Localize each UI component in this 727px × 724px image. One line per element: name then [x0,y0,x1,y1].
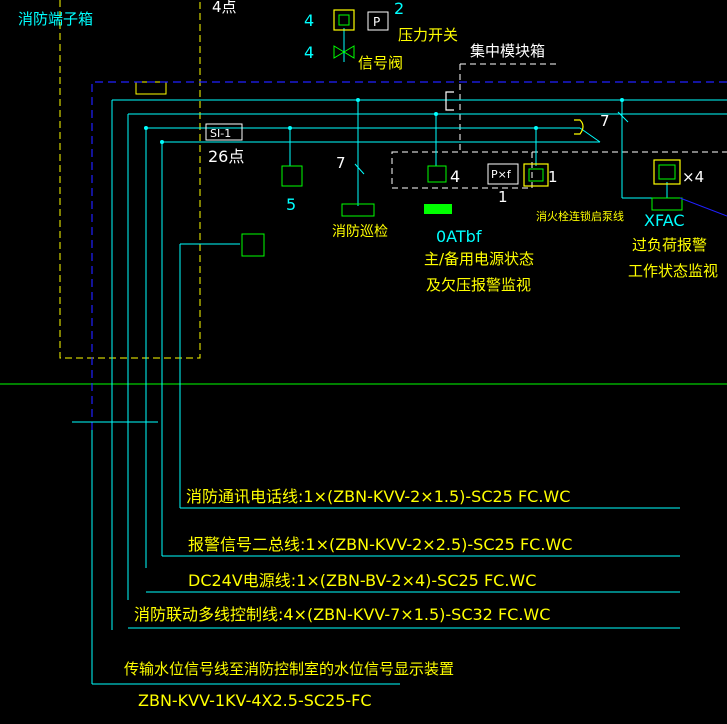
label-qty-7-a: 7 [336,154,346,172]
label-pressure-switch: 压力开关 [398,26,458,44]
phone-device-box [241,233,265,257]
device-5-box [281,165,303,187]
blue-dashed-enclosure [91,81,727,430]
inspection-box [341,203,375,217]
junction-dots [144,98,624,144]
label-p-xf: P×f [491,168,512,181]
module-d-symbol [574,119,584,135]
label-qty-5: 5 [286,195,296,214]
label-si-module: SI-1 [210,127,231,140]
label-power-status-2: 及欠压报警监视 [426,276,531,294]
label-hydrant-button: 消火栓连锁启泵线 [536,209,624,223]
label-qty-4a: 4 [304,11,314,30]
terminal-box-inner [135,81,167,95]
module-c-symbol [445,91,454,111]
label-overload-2: 工作状态监视 [628,262,718,280]
labels: 消防端子箱 4点 4 4 P 2 压力开关 信号阀 集中模块箱 SI-1 26点… [18,0,718,294]
device-x4-box [653,159,681,185]
bus-lines [72,28,727,685]
label-oatbf: 0ATbf [436,227,482,246]
device-1b-box [523,163,549,187]
label-p-symbol: P [373,15,380,29]
label-module-box: 集中模块箱 [470,42,545,60]
terminal-box-outline [59,0,201,359]
label-qty-2: 2 [394,0,404,18]
label-overload-1: 过负荷报警 [632,236,707,254]
cable-alarm-bus: 报警信号二总线:1×(ZBN-KVV-2×2.5)-SC25 FC.WC [188,535,572,554]
label-qty-4b: 4 [304,43,314,62]
label-xfac: XFAC [644,211,685,230]
cable-dc24v: DC24V电源线:1×(ZBN-BV-2×4)-SC25 FC.WC [188,571,536,590]
xfac-box [651,197,683,211]
oatbf-device [424,204,452,214]
label-power-status-1: 主/备用电源状态 [424,250,534,268]
cable-water-level: 传输水位信号线至消防控制室的水位信号显示装置 [124,660,454,678]
label-signal-valve: 信号阀 [358,54,403,72]
sub-box-outline [391,151,533,189]
label-qty-1b: 1 [548,168,558,186]
top-signal-device [333,9,355,31]
label-top-points: 4点 [212,0,237,16]
label-qty-x4: ×4 [682,168,704,186]
label-inspection-valve: 消防巡检 [332,224,388,240]
signal-valve-icon [333,45,345,59]
cable-bottom-spec: ZBN-KVV-1KV-4X2.5-SC25-FC [138,691,372,710]
pressure-switch-box [367,11,389,31]
label-qty-1a: 1 [498,188,508,206]
device-4c-box [427,165,447,183]
label-qty-4c: 4 [450,167,460,186]
label-qty-7-b: 7 [600,112,610,130]
device-symbols [241,9,683,257]
label-terminal-box: 消防端子箱 [18,10,93,28]
p-xf-box [487,163,519,185]
si-module-box [205,123,243,141]
cable-list: 消防通讯电话线:1×(ZBN-KVV-2×1.5)-SC25 FC.WC 报警信… [124,487,572,710]
cable-phone: 消防通讯电话线:1×(ZBN-KVV-2×1.5)-SC25 FC.WC [186,487,570,506]
cable-linkage: 消防联动多线控制线:4×(ZBN-KVV-7×1.5)-SC32 FC.WC [134,605,550,624]
module-box-outline-side [459,64,727,153]
label-points-26: 26点 [208,147,244,166]
